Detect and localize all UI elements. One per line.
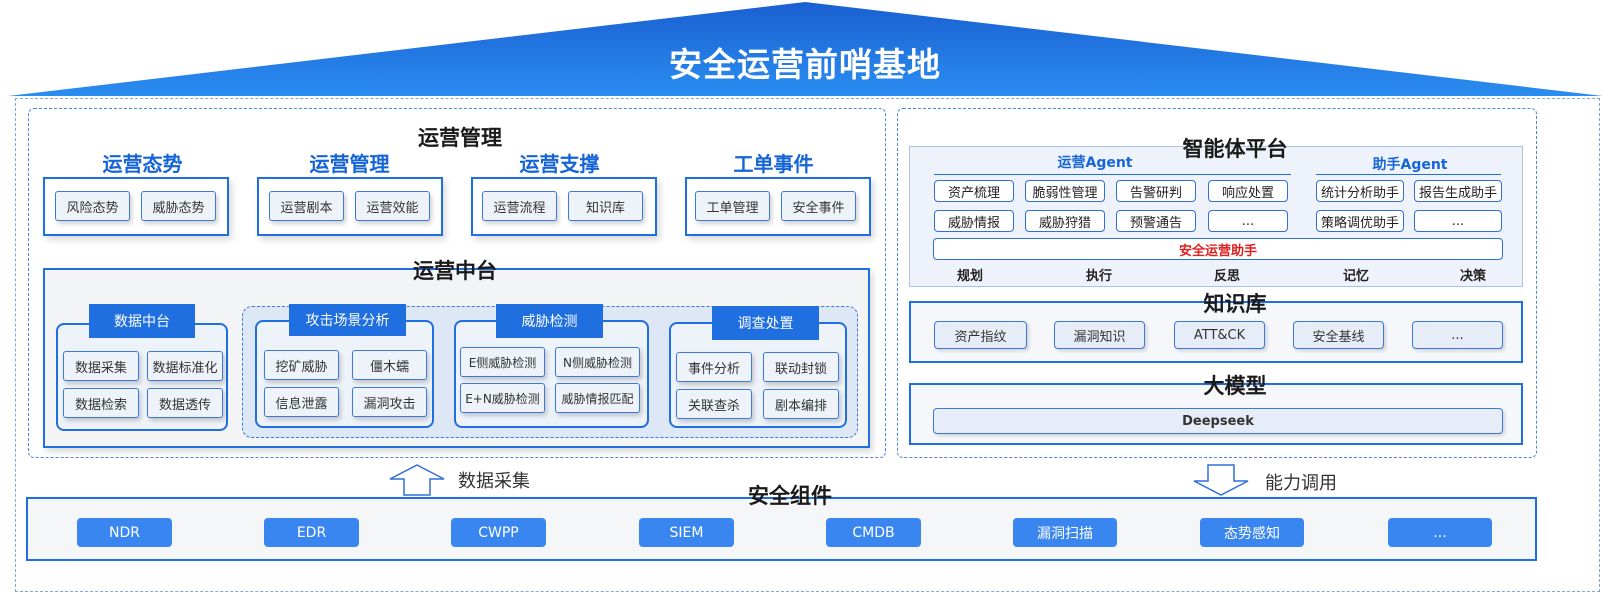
step-reflect: 反思 xyxy=(1213,268,1240,284)
step-decide: 决策 xyxy=(1459,268,1486,284)
group-title-support: 运营支撑 xyxy=(519,151,600,176)
step-memory: 记忆 xyxy=(1342,268,1369,284)
component-vuln-scan[interactable]: 漏洞扫描 xyxy=(1013,518,1117,547)
component-cmdb[interactable]: CMDB xyxy=(826,518,921,547)
step-execute: 执行 xyxy=(1085,268,1112,284)
item-data-normalization[interactable]: 数据标准化 xyxy=(147,351,223,381)
data-platform-tag: 数据中台 xyxy=(89,304,195,338)
item-correlation-kill[interactable]: 关联查杀 xyxy=(676,389,752,419)
data-collection-label: 数据采集 xyxy=(458,471,530,492)
item-n-side-detection[interactable]: N侧威胁检测 xyxy=(555,347,640,377)
component-edr[interactable]: EDR xyxy=(264,518,359,547)
kb-attack[interactable]: ATT&CK xyxy=(1174,321,1265,349)
item-event-analysis[interactable]: 事件分析 xyxy=(676,352,752,382)
group-title-ticket: 工单事件 xyxy=(733,151,814,176)
agent-asset-sorting[interactable]: 资产梳理 xyxy=(934,180,1014,202)
item-data-passthrough[interactable]: 数据透传 xyxy=(147,388,223,418)
agent-alert-analysis[interactable]: 告警研判 xyxy=(1116,180,1196,202)
kb-vuln-knowledge[interactable]: 漏洞知识 xyxy=(1054,321,1145,349)
investigation-tag: 调查处置 xyxy=(712,306,819,340)
ops-center-title: 运营中台 xyxy=(413,259,497,283)
security-ops-assistant[interactable]: 安全运营助手 xyxy=(933,238,1503,260)
group-title-management: 运营管理 xyxy=(309,151,390,176)
knowledge-base-title: 知识库 xyxy=(1203,292,1267,316)
item-playbook-orchestration[interactable]: 剧本编排 xyxy=(763,389,839,419)
ops-management-title: 运营管理 xyxy=(418,126,502,150)
agent-threat-hunting[interactable]: 威胁狩猎 xyxy=(1025,210,1105,232)
page-title: 安全运营前哨基地 xyxy=(669,45,941,84)
component-ndr[interactable]: NDR xyxy=(77,518,172,547)
up-arrow-icon xyxy=(389,464,445,496)
item-threat-situation[interactable]: 威胁态势 xyxy=(141,191,216,221)
ops-agent-title: 运营Agent xyxy=(1057,155,1133,171)
assistant-agent-underline xyxy=(1316,174,1501,175)
item-ticket-management[interactable]: 工单管理 xyxy=(695,191,770,221)
right-dashed-region xyxy=(897,108,1537,458)
kb-asset-fingerprint[interactable]: 资产指纹 xyxy=(934,321,1027,349)
item-ops-process[interactable]: 运营流程 xyxy=(482,191,557,221)
item-security-event[interactable]: 安全事件 xyxy=(781,191,856,221)
security-components-title: 安全组件 xyxy=(748,484,832,508)
agent-platform-title: 智能体平台 xyxy=(1182,137,1288,161)
agent-more[interactable]: ... xyxy=(1208,210,1288,232)
threat-detection-tag: 威胁检测 xyxy=(496,304,603,338)
attack-scenario-tag: 攻击场景分析 xyxy=(289,304,406,336)
item-info-leak[interactable]: 信息泄露 xyxy=(264,387,339,417)
kb-more[interactable]: ... xyxy=(1412,321,1503,349)
model-deepseek[interactable]: Deepseek xyxy=(933,408,1503,434)
agent-response[interactable]: 响应处置 xyxy=(1208,180,1288,202)
item-botnet[interactable]: 僵木蠕 xyxy=(352,350,427,380)
agent-vuln-management[interactable]: 脆弱性管理 xyxy=(1025,180,1105,202)
item-intel-match[interactable]: 威胁情报匹配 xyxy=(555,383,640,413)
item-data-search[interactable]: 数据检索 xyxy=(63,388,139,418)
item-risk-situation[interactable]: 风险态势 xyxy=(55,191,130,221)
assistant-report[interactable]: 报告生成助手 xyxy=(1414,180,1502,202)
item-knowledge-base[interactable]: 知识库 xyxy=(568,191,643,221)
assistant-stats[interactable]: 统计分析助手 xyxy=(1316,180,1404,202)
item-data-collection[interactable]: 数据采集 xyxy=(63,351,139,381)
ops-agent-underline xyxy=(934,174,1291,175)
capability-call-label: 能力调用 xyxy=(1265,473,1337,494)
component-more[interactable]: ... xyxy=(1388,518,1492,547)
component-cwpp[interactable]: CWPP xyxy=(451,518,546,547)
group-title-situation: 运营态势 xyxy=(102,151,183,176)
item-ops-efficiency[interactable]: 运营效能 xyxy=(355,191,430,221)
roof-banner xyxy=(8,2,1603,96)
big-model-title: 大模型 xyxy=(1203,374,1267,398)
step-plan: 规划 xyxy=(956,268,983,284)
assistant-more[interactable]: ... xyxy=(1414,210,1502,232)
item-vuln-attack[interactable]: 漏洞攻击 xyxy=(352,387,427,417)
assistant-policy-tuning[interactable]: 策略调优助手 xyxy=(1316,210,1404,232)
outer-frame xyxy=(15,98,1600,592)
agent-alert-notice[interactable]: 预警通告 xyxy=(1116,210,1196,232)
left-dashed-region xyxy=(28,108,886,458)
item-en-detection[interactable]: E+N威胁检测 xyxy=(460,383,545,413)
down-arrow-icon xyxy=(1193,464,1249,496)
kb-security-baseline[interactable]: 安全基线 xyxy=(1293,321,1384,349)
item-linkage-block[interactable]: 联动封锁 xyxy=(763,352,839,382)
item-e-side-detection[interactable]: E侧威胁检测 xyxy=(460,347,545,377)
item-ops-playbook[interactable]: 运营剧本 xyxy=(269,191,344,221)
agent-threat-intel[interactable]: 威胁情报 xyxy=(934,210,1014,232)
component-siem[interactable]: SIEM xyxy=(639,518,734,547)
assistant-agent-title: 助手Agent xyxy=(1372,157,1448,173)
item-mining-threat[interactable]: 挖矿威胁 xyxy=(264,350,339,380)
component-situation-awareness[interactable]: 态势感知 xyxy=(1200,518,1304,547)
